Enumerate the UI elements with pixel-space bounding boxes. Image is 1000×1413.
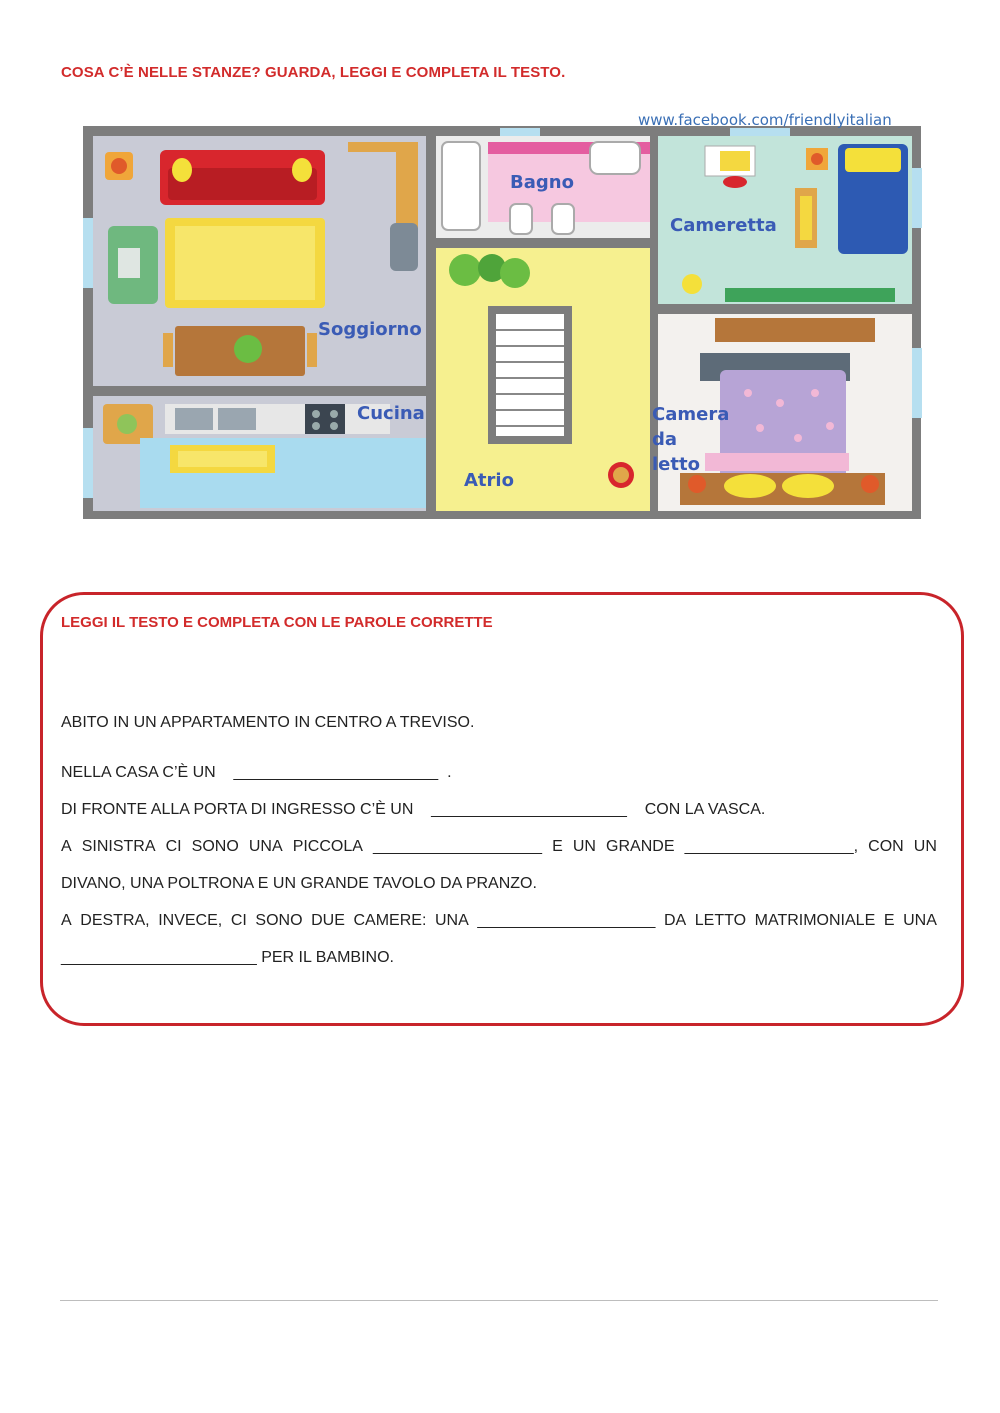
room-label-da: da xyxy=(652,429,677,450)
exercise-title: LEGGI IL TESTO E COMPLETA CON LE PAROLE … xyxy=(61,614,493,631)
word: GRANDE xyxy=(606,838,675,855)
room-label-atrio: Atrio xyxy=(464,470,514,491)
word: ___________________ xyxy=(373,838,543,855)
word: CAMERE: xyxy=(353,912,427,929)
exercise-line-4: A SINISTRA CI SONO UNA PICCOLA _______________… xyxy=(61,838,937,856)
word: UNA xyxy=(248,838,283,855)
exercise-line-1: ABITO IN UN APPARTAMENTO IN CENTRO A TRE… xyxy=(61,714,475,731)
word: ____________________ xyxy=(477,912,656,929)
word: SONO xyxy=(255,912,303,929)
word: DESTRA, xyxy=(80,912,150,929)
exercise-line-7: ______________________ PER IL BAMBINO. xyxy=(61,949,394,966)
word: ___________________, xyxy=(684,838,859,855)
word: DUE xyxy=(311,912,345,929)
exercise-line-3: DI FRONTE ALLA PORTA DI INGRESSO C’È UN … xyxy=(61,801,766,818)
room-label-letto: letto xyxy=(652,454,700,475)
word: CI xyxy=(230,912,247,929)
exercise-line-5: DIVANO, UNA POLTRONA E UN GRANDE TAVOLO … xyxy=(61,875,537,892)
watermark-text: www.facebook.com/friendlyitalian xyxy=(638,111,892,129)
word: SONO xyxy=(191,838,239,855)
exercise-line-2: NELLA CASA C’È UN ______________________… xyxy=(61,764,452,781)
word: DA xyxy=(663,912,687,929)
room-label-cucina: Cucina xyxy=(357,403,425,424)
word: CI xyxy=(165,838,182,855)
word: MATRIMONIALE xyxy=(754,912,876,929)
word: A xyxy=(61,912,72,929)
exercise-box xyxy=(40,592,964,1026)
floor-plan-illustration: www.facebook.com/friendlyitalian Bagno C… xyxy=(80,108,930,523)
word: CON xyxy=(868,838,904,855)
footer-divider xyxy=(60,1300,938,1301)
word: SINISTRA xyxy=(81,838,156,855)
word: A xyxy=(61,838,72,855)
exercise-line-6: A DESTRA, INVECE, CI SONO DUE CAMERE: UNA ______… xyxy=(61,912,937,930)
word: UNA xyxy=(435,912,469,929)
word: UNA xyxy=(903,912,937,929)
word: LETTO xyxy=(694,912,747,929)
word: INVECE, xyxy=(158,912,223,929)
worksheet-heading: COSA C’È NELLE STANZE? GUARDA, LEGGI E C… xyxy=(61,64,566,81)
room-label-cameretta: Cameretta xyxy=(670,215,777,236)
word: UN xyxy=(572,838,596,855)
word: PICCOLA xyxy=(292,838,363,855)
word: E xyxy=(552,838,563,855)
room-label-camera: Camera xyxy=(652,404,729,425)
room-label-soggiorno: Soggiorno xyxy=(318,319,422,340)
word: UN xyxy=(913,838,937,855)
word: E xyxy=(883,912,895,929)
room-label-bagno: Bagno xyxy=(510,172,574,193)
